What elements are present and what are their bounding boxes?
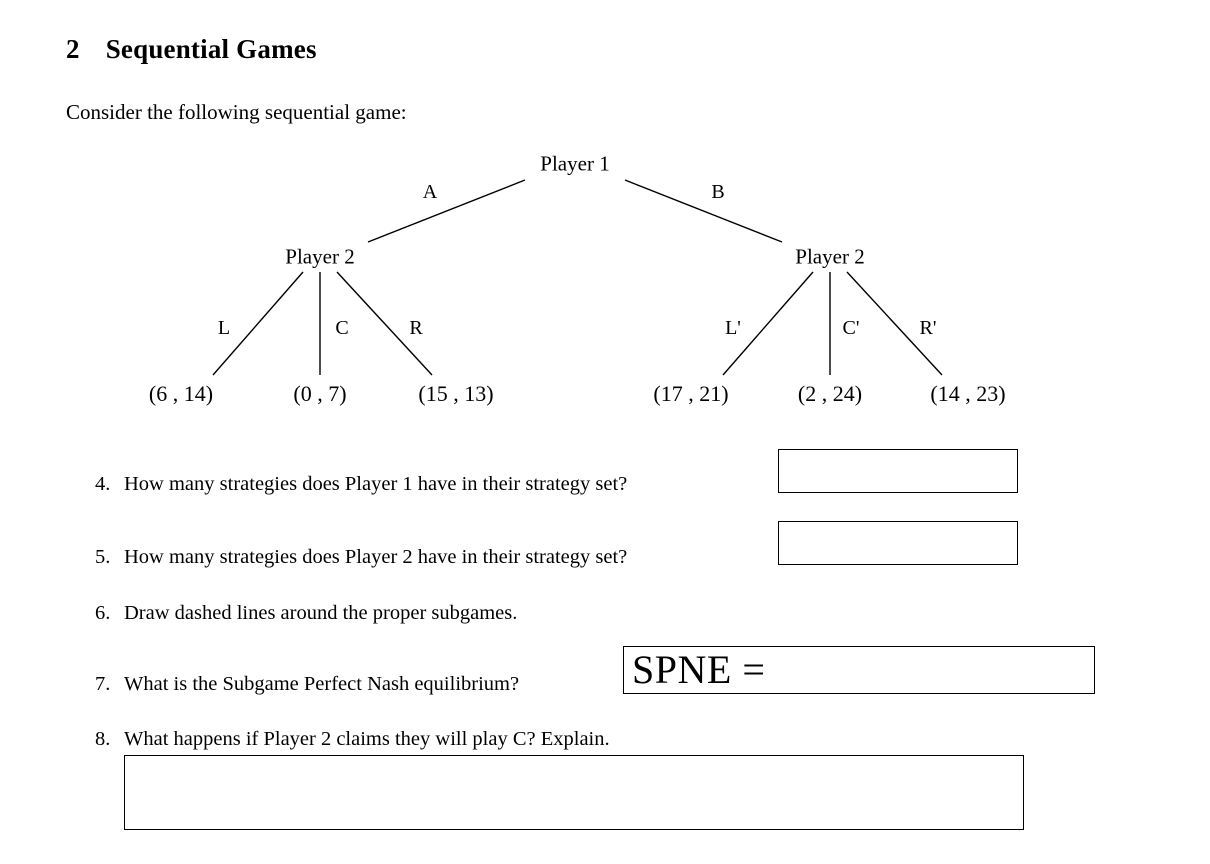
edge-right-rprime — [846, 271, 943, 376]
answer-box-question-8[interactable] — [124, 755, 1024, 830]
page-title: 2 Sequential Games — [66, 34, 317, 65]
game-tree-edges — [212, 179, 943, 376]
question-7-number: 7. — [95, 673, 111, 695]
edge-label-c: C — [335, 317, 349, 339]
intro-text: Consider the following sequential game: — [66, 100, 407, 124]
question-5-number: 5. — [95, 546, 111, 568]
edge-label-r: R — [409, 317, 423, 339]
payoff-right-cprime: (2 , 24) — [797, 381, 863, 406]
spne-prefix-label: SPNE = — [632, 647, 766, 692]
question-8-text: What happens if Player 2 claims they wil… — [124, 728, 610, 750]
answer-box-spne[interactable]: SPNE = — [623, 646, 1095, 694]
node-label-player2-left: Player 2 — [285, 244, 355, 269]
question-4-text: How many strategies does Player 1 have i… — [124, 473, 628, 495]
question-8-number: 8. — [95, 728, 111, 750]
edge-left-r — [336, 271, 433, 376]
answer-box-question-5[interactable] — [778, 521, 1018, 565]
edge-root-b — [624, 179, 783, 243]
payoff-left-l: (6 , 14) — [148, 381, 214, 406]
question-7-text: What is the Subgame Perfect Nash equilib… — [124, 673, 520, 695]
edge-root-a — [367, 179, 526, 243]
payoff-left-c: (0 , 7) — [293, 381, 347, 406]
edge-label-lprime: L' — [725, 317, 741, 339]
edge-label-b: B — [711, 181, 725, 203]
question-4-number: 4. — [95, 473, 111, 495]
question-6-text: Draw dashed lines around the proper subg… — [124, 602, 518, 624]
edge-label-l: L — [217, 317, 231, 339]
edge-label-rprime: R' — [919, 317, 937, 339]
section-title: Sequential Games — [105, 34, 317, 64]
answer-box-question-4[interactable] — [778, 449, 1018, 493]
game-tree-diagram: Player 1 Player 2 Player 2 A B L C R L' … — [0, 140, 1210, 425]
edge-left-l — [212, 271, 304, 376]
payoff-right-lprime: (17 , 21) — [653, 381, 729, 406]
payoff-left-r: (15 , 13) — [418, 381, 494, 406]
node-label-player1: Player 1 — [540, 151, 610, 176]
question-5-text: How many strategies does Player 2 have i… — [124, 546, 628, 568]
question-6-number: 6. — [95, 602, 111, 624]
edge-right-lprime — [722, 271, 814, 376]
payoff-right-rprime: (14 , 23) — [930, 381, 1006, 406]
node-label-player2-right: Player 2 — [795, 244, 865, 269]
edge-label-cprime: C' — [842, 317, 860, 339]
edge-label-a: A — [422, 181, 438, 203]
section-number: 2 — [66, 34, 80, 64]
